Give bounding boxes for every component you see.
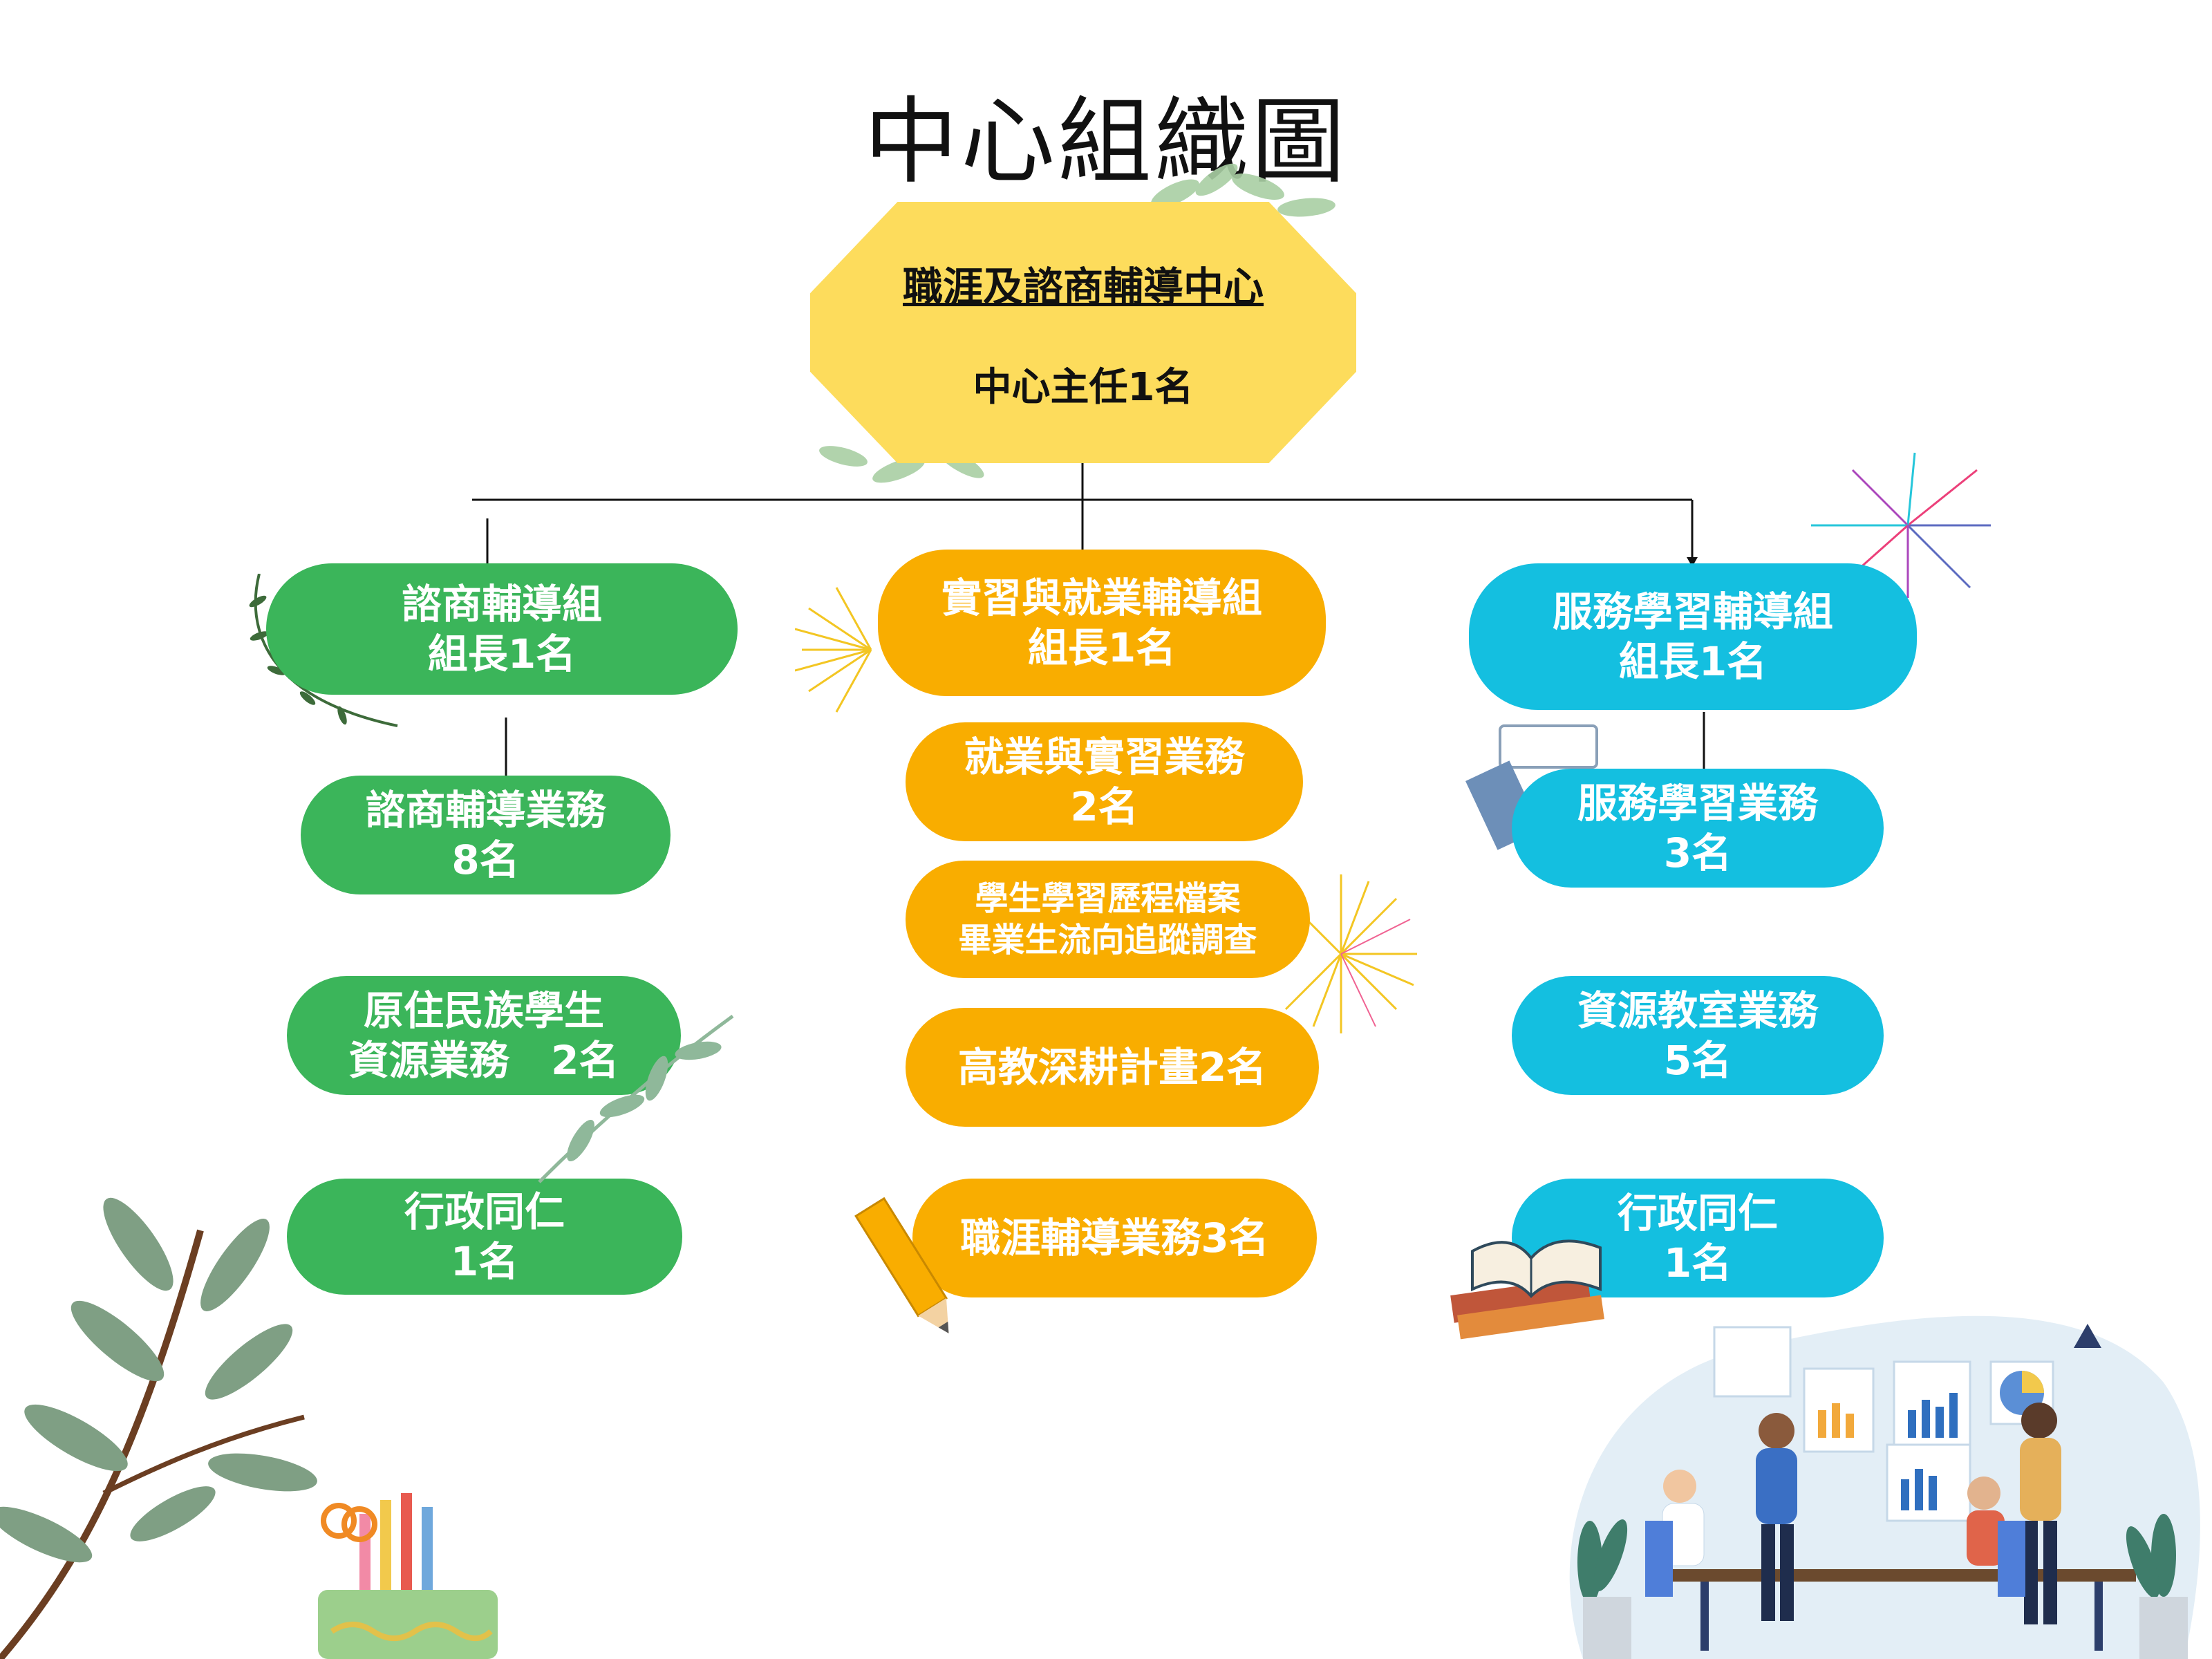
group-leader: 組長1名	[1027, 624, 1177, 671]
group-leader: 組長1名	[1618, 638, 1768, 685]
item-label: 學生學習歷程檔案	[975, 879, 1241, 918]
item-count: 1名	[1663, 1239, 1732, 1286]
item-label: 原住民族學生	[363, 986, 604, 1034]
item-count: 3名	[1663, 830, 1732, 877]
group-leader: 組長1名	[427, 630, 577, 677]
item-count: 2名	[1070, 783, 1138, 830]
internship-item-4: 職涯輔導業務3名	[912, 1179, 1317, 1297]
group-head-internship: 實習與就業輔導組 組長1名	[878, 550, 1326, 696]
internship-item-2: 學生學習歷程檔案 畢業生流向追蹤調查	[906, 861, 1310, 978]
item-label: 高教深耕計畫2名	[957, 1043, 1267, 1091]
item-count: 1名	[450, 1238, 519, 1285]
item-label: 行政同仁	[1617, 1189, 1778, 1237]
firework-decoration	[795, 587, 872, 713]
item-label: 就業與實習業務	[964, 733, 1245, 780]
item-label: 諮商輔導業務	[365, 786, 606, 834]
center-box	[810, 202, 1356, 463]
group-name: 實習與就業輔導組	[941, 574, 1262, 621]
center-director: 中心主任1名	[973, 365, 1194, 410]
firework-decoration	[1284, 874, 1417, 1033]
firework-decoration	[1811, 452, 1991, 598]
group-head-counseling: 諮商輔導組 組長1名	[266, 563, 738, 695]
pencil-icon	[854, 1197, 949, 1333]
team-meeting-illustration	[1569, 1315, 2200, 1659]
group-name: 諮商輔導組	[401, 580, 602, 628]
service-item-2: 資源教室業務 5名	[1512, 976, 1884, 1095]
center-name: 職涯及諮商輔導中心	[902, 263, 1264, 310]
branch-decoration	[0, 1197, 317, 1659]
book-icon	[1450, 1239, 1604, 1340]
counseling-item-3: 行政同仁 1名	[287, 1179, 682, 1295]
item-count: 資源業務 2名	[348, 1037, 619, 1084]
leaf-decoration-top	[1151, 163, 1335, 217]
counseling-item-2: 原住民族學生 資源業務 2名	[287, 976, 681, 1095]
internship-item-1: 就業與實習業務 2名	[906, 722, 1303, 841]
stationery-icon	[318, 1493, 498, 1659]
group-head-service: 服務學習輔導組 組長1名	[1469, 563, 1917, 710]
arrow-head	[1687, 557, 1698, 567]
item-count: 8名	[451, 836, 520, 883]
item-label: 資源教室業務	[1577, 986, 1818, 1034]
service-item-1: 服務學習業務 3名	[1512, 769, 1884, 888]
item-label: 職涯輔導業務3名	[960, 1214, 1269, 1262]
item-count: 5名	[1663, 1037, 1732, 1084]
item-label: 畢業生流向追蹤調查	[958, 921, 1257, 959]
item-label: 行政同仁	[404, 1188, 565, 1235]
page-title: 中心組織圖	[864, 88, 1348, 197]
counseling-item-1: 諮商輔導業務 8名	[301, 776, 671, 894]
group-name: 服務學習輔導組	[1552, 588, 1833, 635]
internship-item-3: 高教深耕計畫2名	[906, 1008, 1319, 1127]
sprig-decoration	[538, 1014, 734, 1183]
item-label: 服務學習業務	[1577, 779, 1818, 827]
